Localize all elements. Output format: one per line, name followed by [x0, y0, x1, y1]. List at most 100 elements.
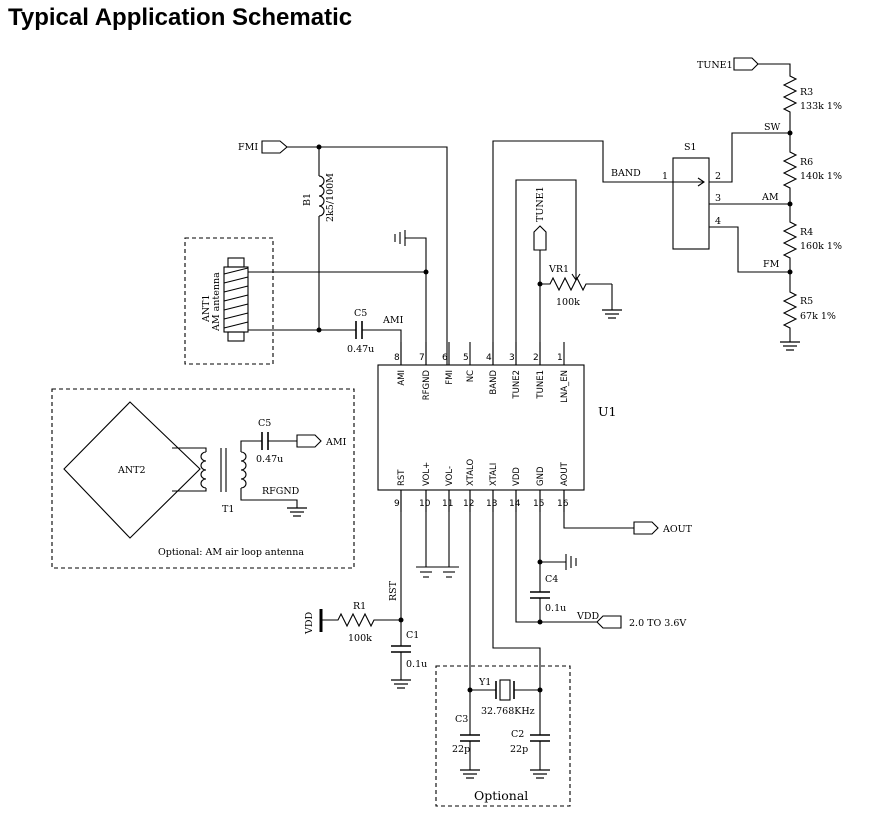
- ic-pin-name: RST: [397, 469, 407, 486]
- s1-pin2: 2: [715, 171, 721, 182]
- c2-value: 22p: [510, 744, 528, 755]
- c5-value: 0.47u: [347, 344, 374, 355]
- t1-ref: T1: [222, 504, 234, 515]
- b1-value: 2k5/100M: [325, 173, 336, 222]
- ic-pin-number: 14: [509, 499, 521, 509]
- ic-pin-name: XTALI: [489, 463, 499, 486]
- ic-pin-number: 11: [442, 499, 453, 509]
- port-fmi-label: FMI: [238, 142, 258, 153]
- crystal-frame: [435, 665, 571, 807]
- ground-icon: [286, 507, 308, 517]
- port-vdd-left-label: VDD: [304, 612, 315, 635]
- c1-value: 0.1u: [406, 659, 427, 670]
- r3-value: 133k 1%: [800, 101, 842, 112]
- ic-pin-name: LNA_EN: [560, 370, 570, 403]
- port-ami-loop-label: AMI: [325, 437, 347, 448]
- ic-pin-name: BAND: [489, 370, 499, 395]
- antenna-ant2: ANT2: [63, 401, 201, 539]
- ground-icon: [779, 341, 801, 351]
- ic-pin-name: TUNE1: [536, 370, 546, 400]
- ic-pin-number: 9: [394, 499, 400, 509]
- r1-value: 100k: [348, 633, 372, 644]
- ic-pin-number: 6: [442, 353, 448, 363]
- c3-value: 22p: [452, 744, 470, 755]
- r6-value: 140k 1%: [800, 171, 842, 182]
- capacitor-c5: C5 AMI 0.47u: [347, 308, 404, 355]
- ant1-frame: [184, 237, 274, 365]
- r4-ref: R4: [800, 227, 813, 238]
- ic-pin-number: 15: [533, 499, 544, 509]
- c5-loop-ref: C5: [258, 418, 271, 429]
- ic-pin-name: VOL-: [445, 466, 455, 486]
- ant1-value: AM antenna: [211, 272, 222, 332]
- s1-pin3: 3: [715, 193, 721, 204]
- loop-optional-note: Optional: AM air loop antenna: [158, 547, 304, 558]
- port-tune1-top-label: TUNE1: [697, 60, 733, 71]
- net-band-label: BAND: [611, 168, 641, 179]
- c3-ref: C3: [455, 714, 468, 725]
- transformer-t1: T1: [172, 447, 247, 515]
- net-fm-label: FM: [763, 259, 780, 270]
- capacitor-c2: C2 22p: [510, 690, 550, 770]
- ic-pin-name: AMI: [397, 370, 407, 386]
- y1-ref: Y1: [478, 677, 491, 688]
- ic-pin-5: 5NC: [463, 342, 476, 382]
- r5-value: 67k 1%: [800, 311, 836, 322]
- b1-ref: B1: [302, 193, 313, 206]
- resistor-r1: R1 100k: [321, 601, 401, 644]
- port-ami-loop: AMI: [296, 434, 347, 448]
- capacitor-c4: C4 0.1u: [530, 562, 566, 622]
- vr1-ref: VR1: [548, 264, 569, 275]
- ic-bottom-pins: 9RST10VOL+11VOL-12XTALO13XTALI14VDD15GND…: [394, 459, 570, 512]
- r5-ref: R5: [800, 296, 813, 307]
- ant2-ref: ANT2: [117, 465, 146, 476]
- port-tune1-vr-label: TUNE1: [535, 186, 546, 222]
- page-title: Typical Application Schematic: [8, 4, 353, 31]
- loop-antenna-frame: [51, 388, 355, 569]
- ic-pin-name: GND: [536, 466, 546, 486]
- ic-pin-name: VDD: [512, 467, 522, 486]
- resistor-r4: R4 160k 1%: [782, 218, 842, 262]
- ic-pin-name: RFGND: [422, 370, 432, 401]
- ic-pin-number: 4: [486, 353, 492, 363]
- ic-pin-number: 8: [394, 353, 400, 363]
- ic-pin-name: FMI: [445, 370, 455, 385]
- s1-pin4: 4: [715, 216, 721, 227]
- capacitor-c1: C1 0.1u: [391, 620, 427, 680]
- ic-pin-name: XTALO: [466, 459, 476, 486]
- ic-pin-number: 5: [463, 353, 469, 363]
- s1-ref: S1: [684, 142, 697, 153]
- y1-value: 32.768KHz: [481, 706, 535, 717]
- port-vdd-range-label: 2.0 TO 3.6V: [629, 618, 686, 629]
- ic-top-pins: 8AMI7RFGND6FMI5NC4BAND3TUNE22TUNE11LNA_E…: [394, 342, 570, 403]
- inductor-b1: B1 2k5/100M: [302, 147, 336, 222]
- port-vdd-supply-label: VDD: [576, 611, 599, 622]
- ic-pin-number: 16: [557, 499, 569, 509]
- c4-value: 0.1u: [545, 603, 566, 614]
- port-tune1-top: TUNE1: [697, 57, 791, 71]
- port-aout: AOUT: [633, 521, 693, 535]
- c4-ref: C4: [545, 574, 558, 585]
- port-vdd-left: VDD: [304, 609, 323, 635]
- ground-icon: [390, 679, 412, 689]
- ic-u1: U1 8AMI7RFGND6FMI5NC4BAND3TUNE22TUNE11LN…: [377, 342, 617, 512]
- antenna-ant1: ANT1 AM antenna: [201, 257, 249, 342]
- net-rfgnd-loop-label: RFGND: [262, 486, 300, 497]
- ic-ref-label: U1: [598, 404, 617, 419]
- ic-pin-name: AOUT: [560, 461, 570, 486]
- ground-icon: [459, 769, 481, 779]
- xtal-optional-note: Optional: [474, 788, 528, 803]
- c1-ref: C1: [406, 630, 419, 641]
- ic-pin-number: 10: [419, 499, 431, 509]
- ground-icon: [601, 309, 623, 319]
- resistor-r3: R3 133k 1%: [782, 70, 842, 118]
- r3-ref: R3: [800, 87, 813, 98]
- vr1-value: 100k: [556, 297, 580, 308]
- c5-ref: C5: [354, 308, 367, 319]
- crystal-y1: Y1 32.768KHz: [470, 677, 540, 717]
- resistor-r6: R6 140k 1%: [782, 148, 842, 192]
- ic-pin-number: 13: [486, 499, 497, 509]
